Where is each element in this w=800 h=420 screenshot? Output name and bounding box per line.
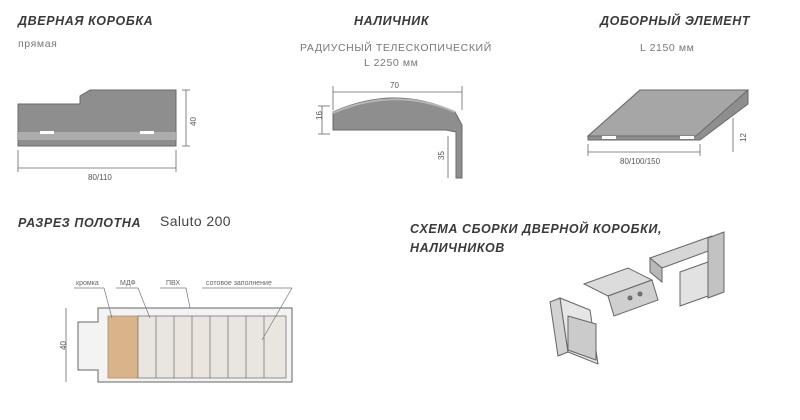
leaf-wood-edge (107, 315, 139, 379)
leaf-callout-4: сотовое заполнение (206, 280, 272, 287)
leaf-callout-2: МДФ (120, 280, 136, 287)
casing-subtitle: РАДИУСНЫЙ ТЕЛЕСКОПИЧЕСКИЙ (300, 42, 492, 54)
casing-profile (332, 97, 463, 179)
frame-dim-width: 80/110 (88, 173, 112, 182)
frame-subtitle: прямая (18, 38, 58, 50)
frame-dim-height: 40 (189, 117, 198, 126)
extension-dim-width: 80/100/150 (620, 157, 661, 166)
leaf-callout-3: ПВХ (166, 280, 180, 287)
extension-title: ДОБОРНЫЙ ЭЛЕМЕНТ (600, 14, 751, 28)
frame-title: ДВЕРНАЯ КОРОБКА (18, 14, 154, 28)
extension-length: L 2150 мм (640, 42, 695, 54)
assembly-title-line2: НАЛИЧНИКОВ (410, 241, 505, 255)
extension-dim-height: 12 (739, 133, 748, 142)
extension-board (587, 89, 749, 141)
leaf-section-model: Saluto 200 (160, 213, 231, 229)
casing-length: L 2250 мм (364, 57, 419, 69)
frame-profile (17, 89, 177, 147)
assembly-title-line1: СХЕМА СБОРКИ ДВЕРНОЙ КОРОБКИ, (410, 222, 663, 236)
leaf-callout-1: кромка (76, 280, 99, 287)
leaf-dim-height: 40 (59, 341, 68, 350)
leaf-section-title: РАЗРЕЗ ПОЛОТНА (18, 216, 142, 230)
casing-dim-width: 70 (390, 81, 399, 90)
leaf-section-outline (77, 307, 293, 383)
casing-dim-leg: 35 (437, 151, 446, 160)
assembly-drawing (549, 231, 725, 365)
casing-title: НАЛИЧНИК (354, 14, 430, 28)
casing-dim-height: 16 (315, 111, 324, 120)
leaf-honeycomb-cells (137, 315, 287, 379)
